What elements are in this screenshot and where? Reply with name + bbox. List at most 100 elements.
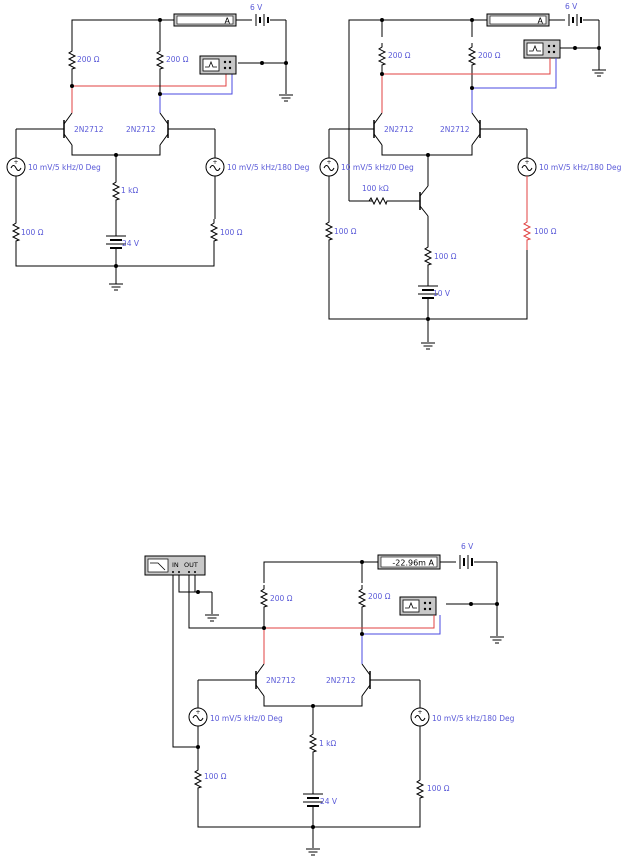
battery [303,793,323,807]
junction [380,72,384,76]
resistor-label: 100 Ω [434,252,457,261]
transistor-right [361,663,420,697]
junction [260,61,264,65]
ac-source [410,707,430,727]
junction [470,18,474,22]
resistor [12,218,20,246]
transistor-label: 2N2712 [266,676,296,685]
resistor [210,218,218,246]
resistor-label: 100 Ω [534,227,557,236]
junction [158,18,162,22]
probe-wire-blue [362,615,441,635]
circuit-2: A 6 V 200 Ω 200 Ω 2N2712 [319,2,622,350]
resistor-label: 100 Ω [21,228,44,237]
ammeter[interactable]: A [173,13,237,27]
battery-label: 6 V [565,2,578,11]
transistor-current-source [419,185,429,217]
ground-icon [591,69,607,77]
resistor [378,42,386,70]
ground-icon [305,848,321,856]
transistor-label: 2N2712 [126,125,156,134]
resistor [424,242,432,270]
ground-icon [420,342,436,350]
resistor-label: 200 Ω [368,592,391,601]
battery-label: 6 V [250,3,263,12]
resistor-label: 200 Ω [77,55,100,64]
transistor-label: 2N2712 [384,125,414,134]
resistor [309,729,317,757]
transistor-label: 2N2712 [74,125,104,134]
transistor-right [471,112,527,146]
ammeter[interactable]: A [486,13,550,27]
junction [70,84,74,88]
resistor [364,197,392,205]
transistor-left [16,112,73,146]
resistor [156,46,164,74]
resistor-label: 200 Ω [270,594,293,603]
oscilloscope[interactable] [399,596,437,616]
junction [262,626,266,630]
resistor-label: 100 Ω [220,228,243,237]
circuit-1: A 6 V 200 Ω 200 Ω [6,3,310,291]
bode-plotter[interactable]: IN OUT [144,555,206,576]
battery-label: 6 V [461,542,474,551]
probe-wire-red [382,58,551,75]
resistor-label: 200 Ω [166,55,189,64]
ground-icon [108,283,124,291]
resistor [260,584,268,612]
probe-wire-blue [472,58,557,89]
resistor-label: 200 Ω [388,51,411,60]
resistor [194,765,202,793]
probe-wire-blue [160,72,233,95]
source-label: 10 mV/5 kHz/0 Deg [210,714,283,723]
transistor-label: 2N2712 [440,125,470,134]
ac-source [205,157,225,177]
probe-wire-red [264,615,435,629]
battery: 6 V [565,2,582,26]
ammeter[interactable]: -22.96m A [377,554,441,570]
bode-in-label: IN [172,561,179,569]
transistor-left [198,663,265,697]
junction [495,602,499,606]
junction [284,61,288,65]
oscilloscope[interactable] [523,39,561,59]
resistor-label: 1 kΩ [121,186,138,195]
supply-label: 24 V [122,239,140,248]
junction [469,602,473,606]
junction [573,46,577,50]
resistor [68,46,76,74]
source-label: 10 mV/5 kHz/0 Deg [28,163,101,172]
source-label: 10 mV/5 kHz/0 Deg [341,163,414,172]
resistor-label: 1 kΩ [319,739,336,748]
junction [470,86,474,90]
junction [380,18,384,22]
transistor-label: 2N2712 [326,676,356,685]
oscilloscope[interactable] [199,55,237,75]
ac-source [319,157,339,177]
junction [360,560,364,564]
bode-out-label: OUT [184,561,198,569]
junction [597,46,601,50]
source-label: 10 mV/5 kHz/180 Deg [432,714,515,723]
resistor-label: 100 kΩ [362,184,389,193]
ground-icon [278,94,294,102]
resistor [523,217,531,245]
source-label: 10 mV/5 kHz/180 Deg [539,163,622,172]
resistor-label: 100 Ω [334,227,357,236]
transistor-left [329,112,383,146]
ground-icon [489,636,505,644]
circuit-3: IN OUT -22.96m A [144,542,515,856]
resistor [325,217,333,245]
ammeter-reading: A [225,17,231,26]
battery: 6 V [250,3,269,26]
ammeter-reading: -22.96m A [392,559,434,568]
probe-wire-red [72,72,227,87]
battery: 6 V [459,542,474,569]
resistor [416,775,424,803]
resistor [468,42,476,70]
resistor [112,177,120,205]
resistor-label: 100 Ω [427,784,450,793]
source-label: 10 mV/5 kHz/180 Deg [227,163,310,172]
